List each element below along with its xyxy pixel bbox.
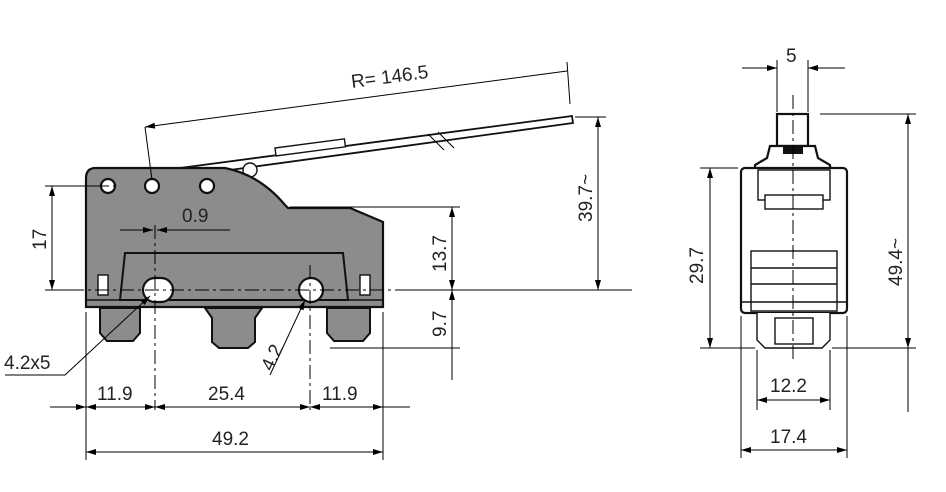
- terminal-right: [326, 307, 371, 342]
- switch-body: [84, 166, 385, 309]
- dim-13-7: 13.7: [430, 235, 451, 272]
- front-view: 5 29.7 49.4~ 12.2 17.4: [687, 46, 916, 458]
- dim-17: 17: [30, 229, 51, 250]
- dim-5: 5: [786, 46, 797, 67]
- radius-label: R= 146.5: [350, 62, 430, 93]
- dim-11-9-right: 11.9: [322, 384, 358, 405]
- dim-9-7: 9.7: [430, 311, 451, 337]
- dim-39-7: 39.7~: [576, 174, 597, 222]
- slot-label: 4.2x5: [4, 353, 50, 374]
- dim-49-4: 49.4~: [886, 238, 907, 286]
- side-view: R= 146.5 17 0.9 13.7 9.7 39.7~ 4.2x5 4.2…: [4, 61, 632, 460]
- dim-49-2: 49.2: [212, 429, 249, 450]
- terminal-middle: [203, 307, 264, 349]
- dim-29-7: 29.7: [687, 247, 708, 284]
- dim-25-4: 25.4: [208, 384, 245, 405]
- dim-11-9-left: 11.9: [97, 384, 133, 405]
- dim-12-2: 12.2: [770, 376, 807, 397]
- dim-0-9: 0.9: [182, 206, 208, 227]
- dim-17-4: 17.4: [770, 427, 807, 448]
